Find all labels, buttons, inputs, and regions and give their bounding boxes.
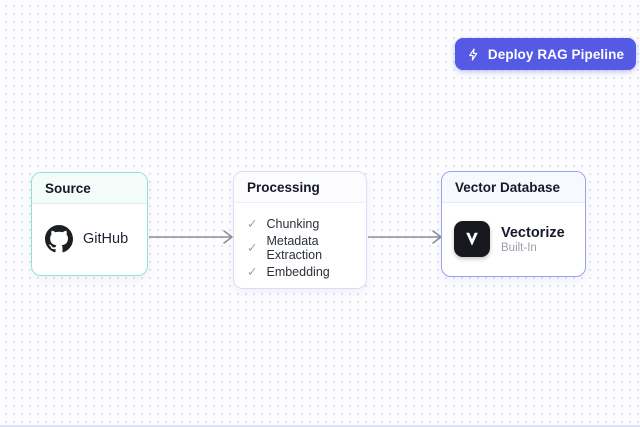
vectorize-sublabel: Built-In — [501, 241, 537, 254]
vectorize-icon — [454, 221, 490, 257]
step-label: Metadata Extraction — [266, 234, 323, 262]
node-processing[interactable]: Processing ✓ Chunking ✓ Metadata Extract… — [233, 171, 367, 289]
lightning-icon — [467, 47, 480, 62]
source-card-title: Source — [32, 173, 147, 204]
check-icon: ✓ — [247, 216, 258, 231]
deploy-rag-pipeline-button[interactable]: Deploy RAG Pipeline — [455, 38, 636, 70]
arrow-source-to-processing — [149, 230, 233, 244]
vectorize-label: Vectorize — [501, 224, 565, 241]
check-icon: ✓ — [247, 264, 258, 279]
source-item-label: GitHub — [83, 231, 129, 247]
vector-database-card-title: Vector Database — [442, 172, 585, 203]
step-row-metadata-extraction: ✓ Metadata Extraction — [247, 234, 353, 262]
arrow-processing-to-vector-database — [368, 230, 442, 244]
node-vector-database[interactable]: Vector Database Vectorize Built-In — [441, 171, 586, 277]
step-row-embedding: ✓ Embedding — [247, 260, 353, 284]
node-source[interactable]: Source GitHub — [31, 172, 148, 276]
check-icon: ✓ — [247, 240, 258, 255]
step-label: Embedding — [266, 265, 330, 279]
processing-card-title: Processing — [234, 172, 366, 203]
github-icon — [45, 225, 73, 253]
processing-steps-list: ✓ Chunking ✓ Metadata Extraction ✓ Embed… — [234, 203, 366, 284]
deploy-button-label: Deploy RAG Pipeline — [487, 46, 625, 62]
bottom-edge-divider — [0, 425, 640, 427]
step-row-chunking: ✓ Chunking — [247, 212, 353, 236]
step-label: Chunking — [266, 217, 320, 231]
